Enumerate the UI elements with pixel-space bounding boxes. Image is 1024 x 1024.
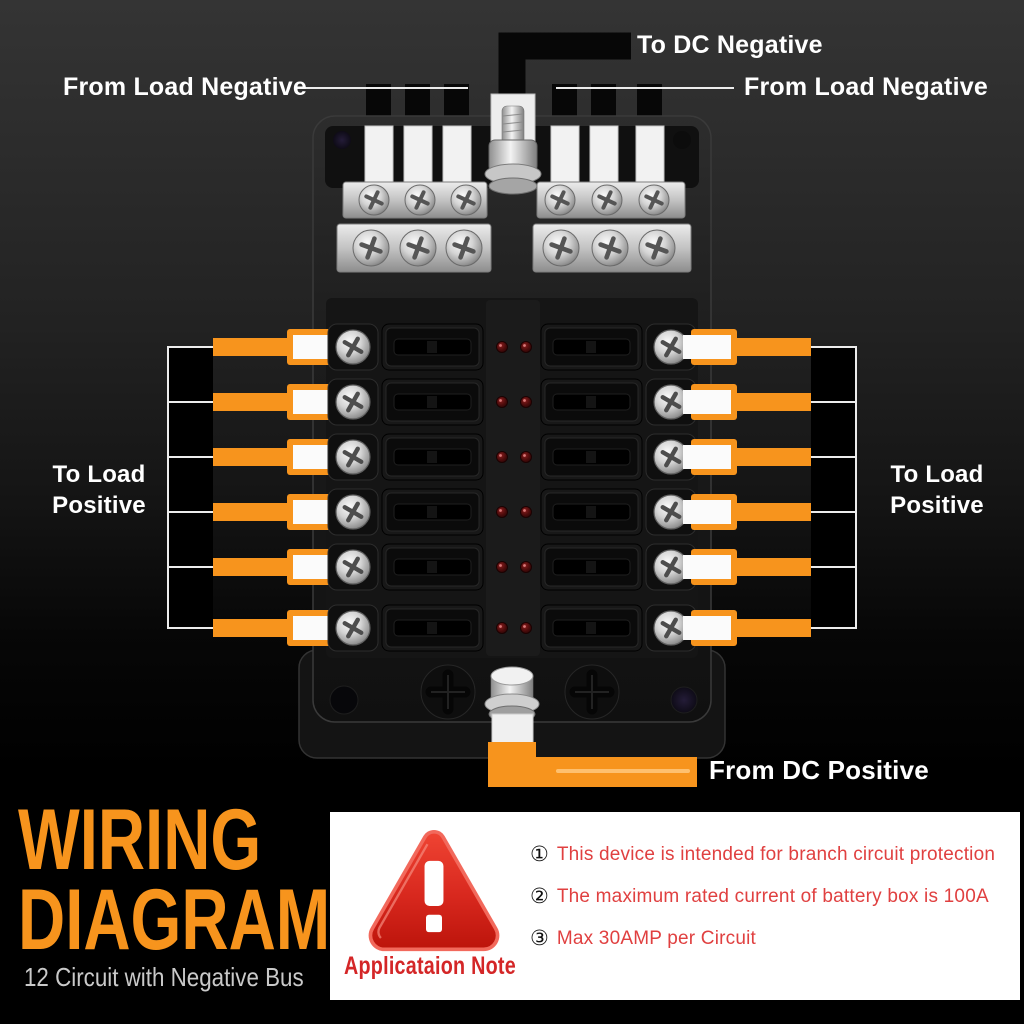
- note-number: ③: [530, 926, 549, 950]
- application-note-caption: Applicataion Note: [344, 952, 516, 980]
- footer-title-line1: WIRING: [18, 792, 262, 888]
- note-text: The maximum rated current of battery box…: [556, 886, 989, 907]
- label-to-load-positive-right: To Load Positive: [890, 461, 984, 519]
- label-to-dc-negative: To DC Negative: [637, 31, 823, 59]
- application-note-panel: Applicataion Note ① This device is inten…: [330, 812, 1020, 1000]
- label-to-load-positive-left: To Load Positive: [52, 461, 146, 519]
- application-notes-list: ① This device is intended for branch cir…: [530, 842, 995, 968]
- note-item: ① This device is intended for branch cir…: [530, 842, 995, 867]
- note-number: ②: [530, 884, 549, 908]
- note-item: ② The maximum rated current of battery b…: [530, 884, 995, 909]
- label-from-load-negative-left: From Load Negative: [63, 73, 307, 101]
- block-base: [329, 664, 698, 720]
- pointer-lines: [167, 87, 857, 629]
- note-text: Max 30AMP per Circuit: [556, 928, 757, 949]
- negative-stud: [484, 105, 542, 195]
- label-from-dc-positive: From DC Positive: [709, 755, 929, 785]
- warning-triangle-icon: [368, 830, 500, 952]
- note-number: ①: [530, 842, 549, 866]
- note-item: ③ Max 30AMP per Circuit: [530, 926, 995, 951]
- positive-stud: [484, 666, 540, 747]
- footer-subtitle: 12 Circuit with Negative Bus: [24, 962, 304, 992]
- dc-positive-wire: [488, 742, 697, 787]
- note-text: This device is intended for branch circu…: [556, 844, 996, 865]
- fuse-block-illustration: [167, 87, 857, 787]
- negative-bus-bars: [336, 181, 692, 273]
- label-from-load-negative-right: From Load Negative: [744, 73, 988, 101]
- footer-title-line2: DIAGRAM: [18, 872, 331, 968]
- footer-title: WIRING DIAGRAM: [18, 792, 331, 968]
